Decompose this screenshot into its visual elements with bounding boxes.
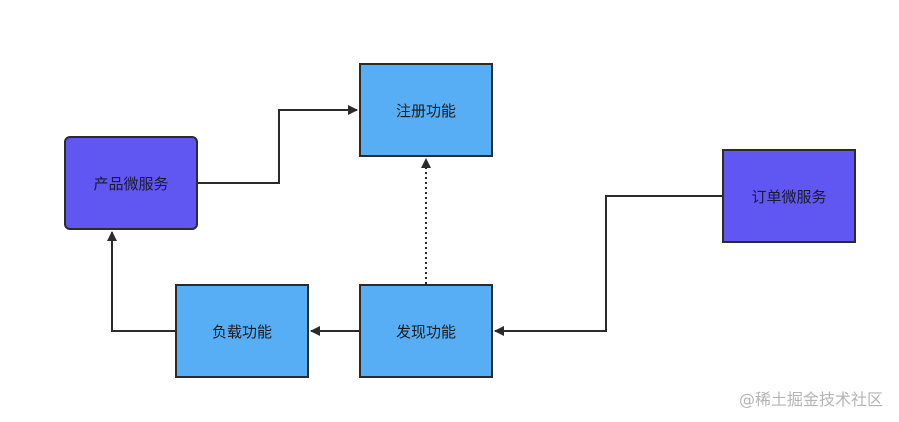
node-register[interactable]: 注册功能 <box>359 63 493 157</box>
node-load-label: 负载功能 <box>211 322 272 341</box>
node-discover[interactable]: 发现功能 <box>359 284 493 378</box>
node-register-label: 注册功能 <box>395 101 456 120</box>
node-discover-label: 发现功能 <box>395 322 456 341</box>
node-load[interactable]: 负载功能 <box>175 284 309 378</box>
node-product-service-label: 产品微服务 <box>93 174 169 193</box>
node-order-service[interactable]: 订单微服务 <box>722 149 856 243</box>
node-order-service-label: 订单微服务 <box>751 187 827 206</box>
watermark: @稀土掘金技术社区 <box>738 390 883 409</box>
node-product-service[interactable]: 产品微服务 <box>64 136 198 230</box>
edge-product-to-register <box>198 105 358 184</box>
edge-order-to-discover <box>494 195 722 336</box>
edge-load-to-product <box>107 231 175 332</box>
